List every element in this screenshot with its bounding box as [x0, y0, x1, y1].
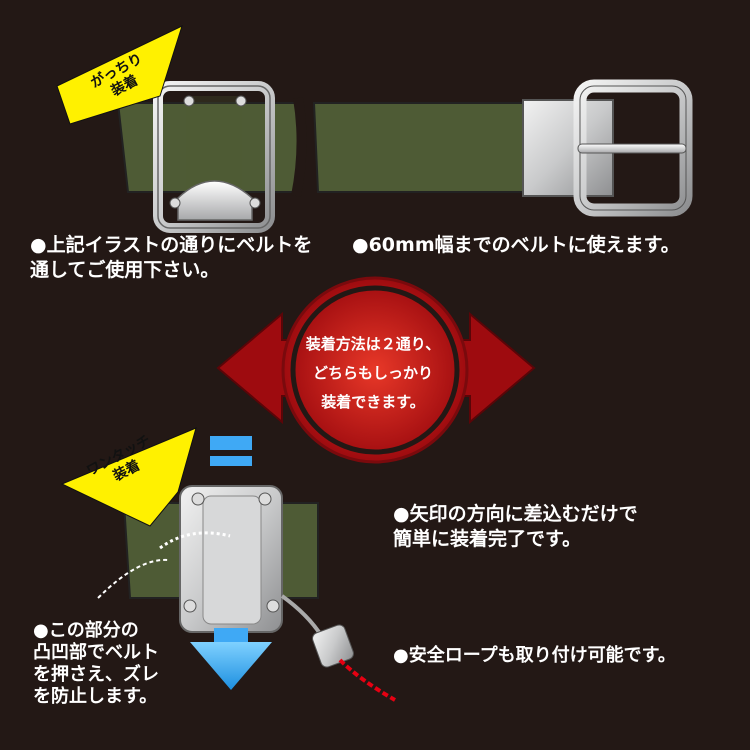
caption-thread-line1: ●上記イラストの通りにベルトを: [30, 234, 313, 256]
center-badge-text: 装着方法は２通り、 どちらもしっかり 装着できます。: [273, 330, 473, 417]
caption-rope: ●安全ロープも取り付け可能です。: [393, 645, 676, 666]
center-circle: [281, 276, 469, 464]
caption-grip-line4: を防止します。: [33, 686, 158, 707]
rope-clip: [312, 624, 354, 668]
center-line3: 装着できます。: [321, 393, 425, 411]
bottom-belt-illustration: [97, 436, 396, 702]
caption-thread-through: ●上記イラストの通りにベルトを 通してご使用下さい。: [30, 233, 350, 283]
caption-belt-width: ●60mm幅までのベルトに使えます。: [352, 234, 680, 256]
caption-insert-line1: ●矢印の方向に差込むだけで: [393, 503, 638, 525]
center-line2: どちらもしっかり: [312, 364, 433, 382]
buckle-prong: [577, 143, 687, 154]
caption-grip-line2: 凸凹部でベルト: [33, 642, 159, 663]
badge-top: [56, 25, 183, 125]
caption-grip-line3: を押さえ、ズレ: [33, 664, 159, 685]
badge-bottom: [60, 427, 197, 527]
caption-grip-line1: ●この部分の: [33, 620, 139, 641]
center-line1: 装着方法は２通り、: [305, 335, 441, 353]
caption-insert: ●矢印の方向に差込むだけで 簡単に装着完了です。: [393, 502, 723, 552]
caption-insert-line2: 簡単に装着完了です。: [393, 528, 582, 550]
top-belt-illustration: [116, 79, 693, 233]
blue-arrow-down: [190, 642, 272, 690]
center-double-arrow: [216, 276, 536, 464]
belt-holder-top: [153, 81, 275, 233]
safety-rope: [338, 658, 396, 702]
caption-grip: ●この部分の 凸凹部でベルト を押さえ、ズレ を防止します。: [33, 620, 183, 708]
belt-right-segment: [312, 102, 541, 193]
caption-thread-line2: 通してご使用下さい。: [30, 259, 220, 281]
blue-arrow-top: [210, 436, 252, 450]
